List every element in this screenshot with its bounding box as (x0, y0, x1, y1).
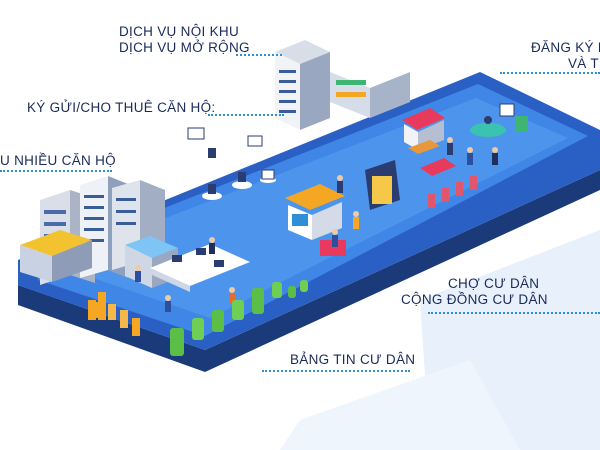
label-dang-ky-1: ĐĂNG KÝ D (531, 40, 600, 55)
label-dang-ky-2: VÀ T (568, 56, 599, 71)
office-desks (150, 244, 250, 292)
market-stall-icon (320, 160, 400, 256)
label-cong-dong: CỘNG ĐỒNG CƯ DÂN (401, 292, 548, 307)
label-nhieu-can-ho: U NHIỀU CĂN HỘ (0, 153, 116, 168)
building-icon (20, 230, 92, 282)
tree-icon (170, 280, 308, 356)
leader-line (0, 170, 112, 172)
leader-line (262, 370, 410, 372)
person-icon (332, 175, 359, 247)
person-icon (135, 237, 235, 312)
building-icon (402, 108, 456, 176)
tree-icon (428, 176, 477, 208)
background-shape (280, 360, 520, 450)
apartment-platforms (202, 148, 276, 200)
leader-line (208, 114, 284, 116)
leader-line (428, 312, 600, 314)
building-icon (275, 40, 330, 130)
leader-line (236, 54, 282, 56)
person-icon (447, 137, 498, 165)
label-noi-khu: DỊCH VỤ NỘI KHU (119, 24, 240, 39)
chart-icon (88, 292, 140, 336)
gym-area (470, 103, 528, 137)
label-bang-tin: BẢNG TIN CƯ DÂN (290, 352, 416, 367)
leader-line (500, 72, 600, 74)
label-cho-cu-dan: CHỢ CƯ DÂN (448, 276, 540, 291)
label-ky-gui: KÝ GỬI/CHO THUÊ CĂN HỘ: (27, 100, 216, 115)
label-mo-rong: DỊCH VỤ MỞ RỘNG (119, 40, 250, 55)
laptop-icon (187, 127, 275, 180)
market-stall-icon (330, 56, 410, 118)
